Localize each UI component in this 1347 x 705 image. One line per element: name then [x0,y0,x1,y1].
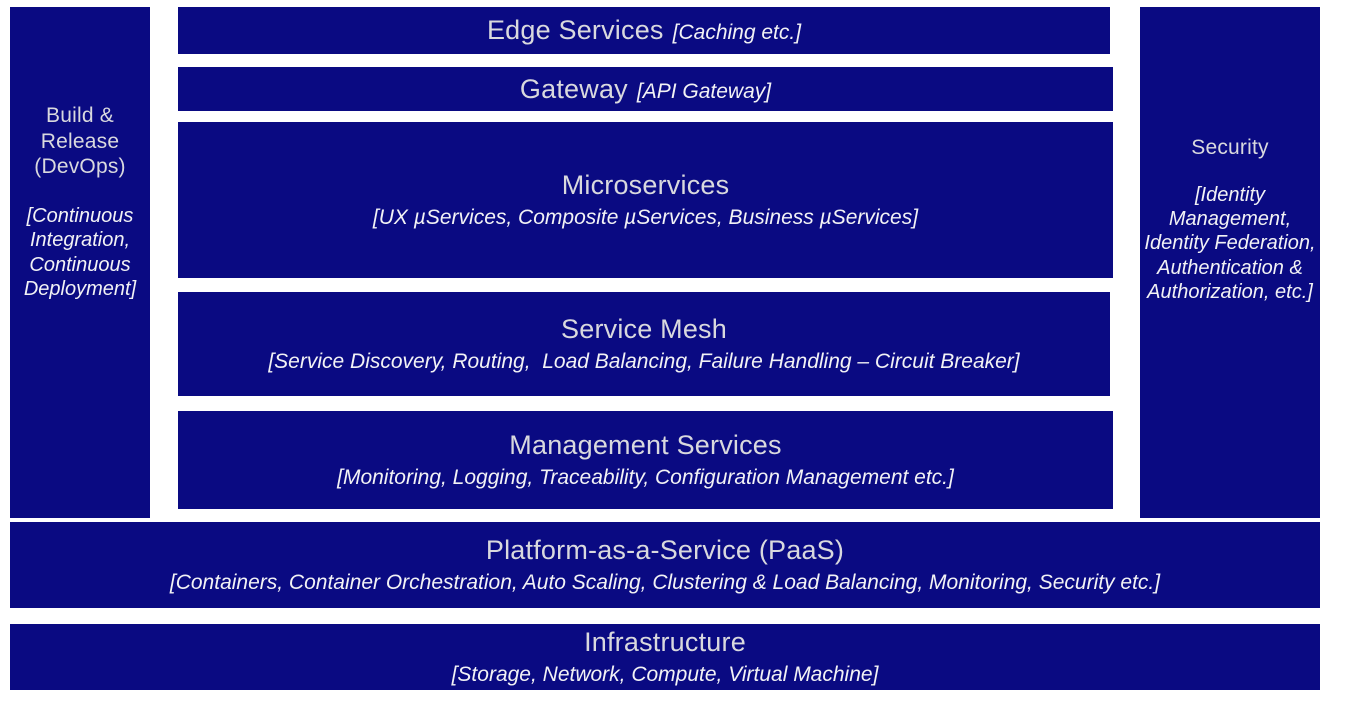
edge-services-label-row: Edge Services [Caching etc.] [487,14,801,47]
management-services-title: Management Services [509,430,782,461]
service-mesh-subtitle: [Service Discovery, Routing, Load Balanc… [268,350,1020,374]
service-mesh-title: Service Mesh [561,314,727,345]
microservices-title: Microservices [561,170,730,201]
edge-services-layer: Edge Services [Caching etc.] [178,7,1110,54]
service-mesh-layer: Service Mesh [Service Discovery, Routing… [178,292,1110,396]
gateway-label-row: Gateway [API Gateway] [520,73,771,106]
edge-services-subtitle: [Caching etc.] [672,21,802,45]
infrastructure-title: Infrastructure [584,627,746,658]
gateway-layer: Gateway [API Gateway] [178,67,1113,111]
gateway-subtitle: [API Gateway] [636,79,772,103]
microservices-layer: Microservices [UX µServices, Composite µ… [178,122,1113,278]
devops-column: Build & Release (DevOps) [Continuous Int… [10,7,150,518]
security-column: Security [Identity Management, Identity … [1140,7,1320,518]
devops-column-title: Build & Release (DevOps) [34,104,126,179]
paas-layer: Platform-as-a-Service (PaaS) [Containers… [10,522,1320,608]
infrastructure-layer: Infrastructure [Storage, Network, Comput… [10,624,1320,690]
microservices-subtitle: [UX µServices, Composite µServices, Busi… [372,206,919,230]
edge-services-title: Edge Services [486,15,664,46]
infrastructure-subtitle: [Storage, Network, Compute, Virtual Mach… [451,663,879,687]
paas-subtitle: [Containers, Container Orchestration, Au… [169,571,1161,595]
management-services-layer: Management Services [Monitoring, Logging… [178,411,1113,509]
management-services-subtitle: [Monitoring, Logging, Traceability, Conf… [337,466,954,490]
security-column-subtitle: [Identity Management, Identity Federatio… [1144,183,1320,304]
paas-title: Platform-as-a-Service (PaaS) [485,535,845,566]
security-column-title: Security [1191,136,1269,159]
devops-column-subtitle: [Continuous Integration, Continuous Depl… [23,204,139,300]
gateway-title: Gateway [519,73,628,104]
